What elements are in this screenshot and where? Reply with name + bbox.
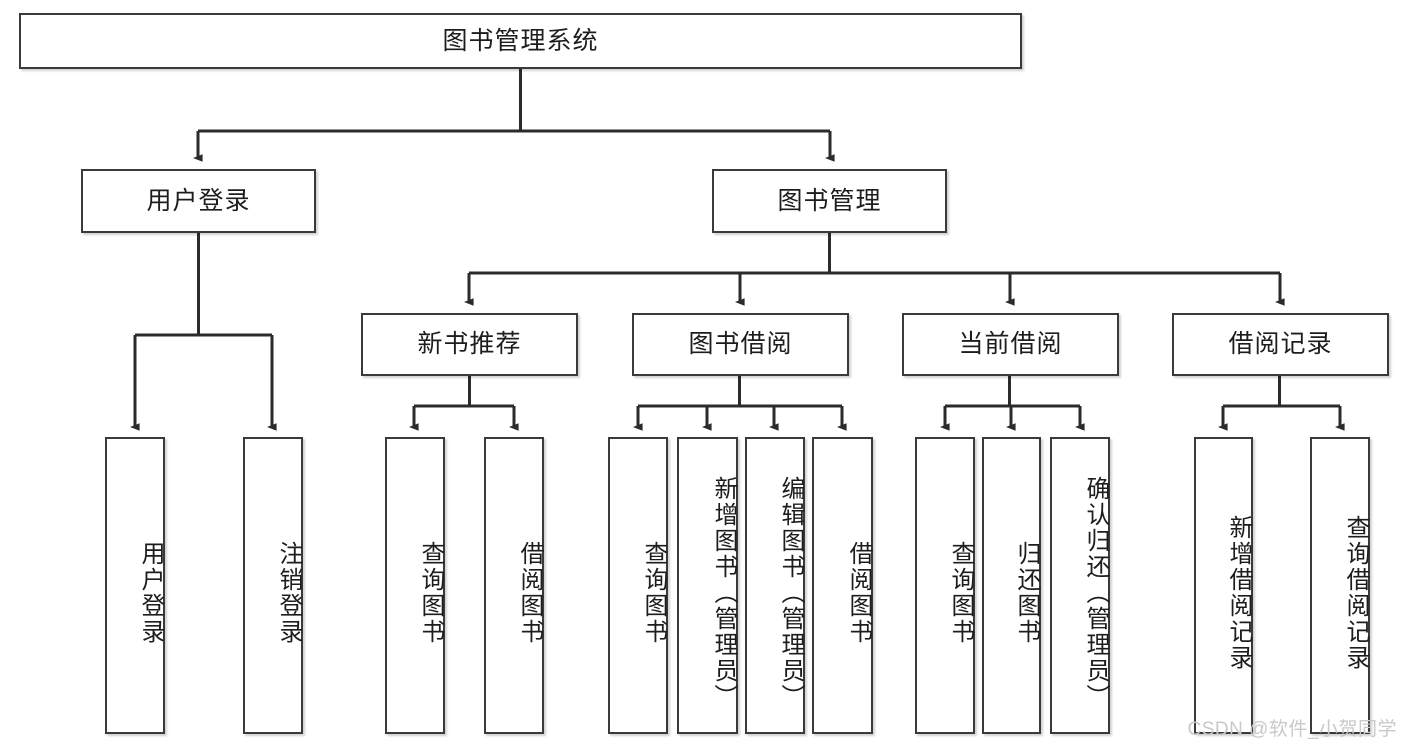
leaf-user-logout[interactable]: 注销登录 (243, 437, 303, 734)
node-new-book-recommend[interactable]: 新书推荐 (361, 313, 578, 376)
leaf-borrow-book-1[interactable]: 借阅图书 (484, 437, 544, 734)
node-label: 查询借阅记录 (1342, 514, 1369, 671)
node-label: 新增借阅记录 (1225, 514, 1252, 671)
leaf-query-record[interactable]: 查询借阅记录 (1310, 437, 1370, 734)
node-borrow-record[interactable]: 借阅记录 (1172, 313, 1389, 376)
node-label: 编辑图书（管理员） (777, 475, 804, 710)
node-label: 借阅图书 (845, 540, 872, 645)
node-book-manage[interactable]: 图书管理 (712, 169, 947, 233)
node-label: 查询图书 (417, 540, 444, 645)
node-label: 注销登录 (275, 540, 302, 645)
csdn-watermark: CSDN @软件_小贺同学 (1187, 719, 1397, 740)
leaf-add-record[interactable]: 新增借阅记录 (1194, 437, 1253, 734)
leaf-add-book[interactable]: 新增图书（管理员） (677, 437, 738, 734)
node-label: 用户登录 (146, 186, 251, 215)
node-label: 图书管理 (777, 186, 882, 215)
leaf-query-book-1[interactable]: 查询图书 (385, 437, 445, 734)
node-label: 归还图书 (1013, 540, 1040, 645)
node-label: 用户登录 (137, 540, 164, 645)
leaf-edit-book[interactable]: 编辑图书（管理员） (745, 437, 805, 734)
node-label: 当前借阅 (958, 330, 1063, 358)
node-label: 查询图书 (947, 540, 974, 645)
node-label: 确认归还（管理员） (1082, 475, 1109, 710)
node-user-login[interactable]: 用户登录 (81, 169, 316, 233)
node-current-borrow[interactable]: 当前借阅 (902, 313, 1119, 376)
node-book-borrow[interactable]: 图书借阅 (632, 313, 849, 376)
node-label: 图书借阅 (688, 330, 793, 358)
node-label: 借阅图书 (516, 540, 543, 645)
node-label: 查询图书 (640, 540, 667, 645)
node-label: 借阅记录 (1228, 330, 1333, 358)
leaf-user-login[interactable]: 用户登录 (105, 437, 165, 734)
node-label: 新书推荐 (417, 330, 522, 358)
leaf-confirm-return[interactable]: 确认归还（管理员） (1050, 437, 1110, 734)
leaf-return-book[interactable]: 归还图书 (982, 437, 1041, 734)
leaf-borrow-book-2[interactable]: 借阅图书 (812, 437, 873, 734)
node-root-system[interactable]: 图书管理系统 (19, 13, 1022, 69)
leaf-query-book-3[interactable]: 查询图书 (915, 437, 975, 734)
node-label: 新增图书（管理员） (710, 475, 737, 710)
leaf-query-book-2[interactable]: 查询图书 (608, 437, 668, 734)
node-label: 图书管理系统 (442, 26, 599, 55)
